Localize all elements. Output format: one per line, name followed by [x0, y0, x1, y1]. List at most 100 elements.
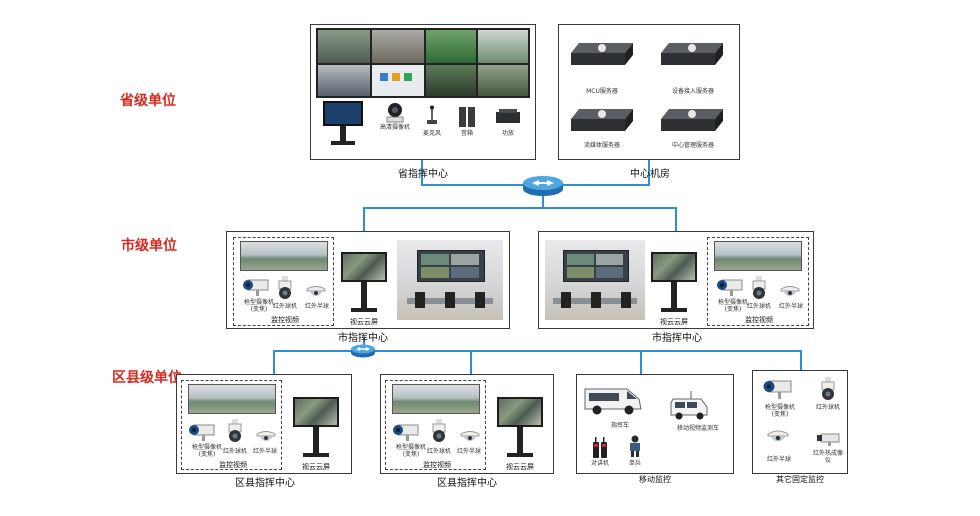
- dome-camera-label: 红外半球: [252, 448, 277, 455]
- soldier-icon: [627, 435, 643, 457]
- soldier-label: 单兵: [628, 460, 641, 467]
- command-room-image: [545, 240, 645, 320]
- wall-tile: [478, 30, 528, 63]
- province-center-box: 高清摄像机 麦克风 音箱 功放: [310, 24, 536, 160]
- link-city-to-switch: [363, 338, 365, 346]
- gun-camera-icon: [188, 423, 216, 443]
- hd-camera-label: 高清摄像机: [380, 124, 411, 131]
- surveillance-image: [240, 241, 328, 271]
- dome-camera-label: 红外半球: [778, 303, 803, 310]
- fixed-box: 枪型摄像机(变焦) 红外球机 红外半球 红外热成像仪: [752, 370, 848, 474]
- streaming-server-icon: [571, 107, 633, 133]
- wall-tile: [426, 65, 476, 96]
- speaker-icon: [459, 107, 475, 127]
- dome-camera-icon: [767, 429, 789, 445]
- link-datacenter-horizontal: [560, 184, 650, 186]
- thermal-camera-label: 红外热成像仪: [813, 450, 844, 464]
- speaker-label: 音箱: [460, 130, 473, 137]
- link-province-horizontal: [421, 184, 525, 186]
- video-car-label: 移动视频监测车: [676, 425, 719, 432]
- command-car-label: 指挥车: [610, 422, 629, 429]
- hd-camera-icon: [385, 101, 405, 123]
- thermal-camera-icon: [817, 431, 841, 446]
- ptz-camera-label: 红外球机: [222, 448, 247, 455]
- city-right-box: 视云云屏 枪型摄像机(变焦) 红外球机 红外半球 监控视频: [538, 231, 814, 329]
- gun-camera-label: 枪型摄像机(变焦): [396, 444, 427, 458]
- gun-camera-icon: [242, 278, 270, 298]
- link-county-1: [273, 350, 275, 374]
- command-room-image: [397, 240, 503, 320]
- link-fixed: [800, 350, 802, 370]
- wall-tile: [478, 65, 528, 96]
- monitor-video-label: 监控视频: [423, 461, 451, 469]
- gun-camera-icon: [716, 278, 744, 298]
- gun-camera-icon: [392, 423, 420, 443]
- ptz-camera-icon: [430, 419, 448, 443]
- dome-camera-icon: [306, 284, 326, 298]
- gun-camera-label: 枪型摄像机(变焦): [718, 299, 749, 313]
- dome-camera-label: 红外半球: [766, 456, 791, 463]
- city-right-monitor-group: 枪型摄像机(变焦) 红外球机 红外半球 监控视频: [707, 237, 809, 326]
- dome-camera-label: 红外半球: [304, 303, 329, 310]
- amplifier-label: 功放: [501, 130, 514, 137]
- mobile-box: 指挥车 移动视频监测车 对讲机 单兵: [576, 374, 734, 474]
- cloud-screen-icon: [497, 397, 543, 459]
- cloud-screen-label: 视云云屏: [350, 318, 378, 326]
- link-mobile: [640, 350, 642, 374]
- management-server-label: 中心管理服务器: [671, 142, 714, 149]
- city-switch-icon: [350, 343, 376, 358]
- video-car-icon: [669, 391, 709, 421]
- cloud-screen-label: 视云云屏: [302, 463, 330, 471]
- device-access-server-icon: [661, 41, 723, 67]
- interactive-display-icon: [323, 101, 363, 147]
- county-2-caption: 区县指挥中心: [437, 478, 497, 489]
- gun-camera-label: 枪型摄像机(变焦): [192, 444, 223, 458]
- microphone-icon: [426, 105, 438, 125]
- gun-camera-label: 枪型摄像机(变焦): [244, 299, 275, 313]
- wall-tile: [318, 65, 370, 96]
- data-center-box: MCU服务器 设备接入服务器 流媒体服务器 中心管理服务器: [558, 24, 740, 160]
- city-left-monitor-group: 枪型摄像机(变焦) 红外球机 红外半球 监控视频: [233, 237, 334, 326]
- link-city-bus: [363, 207, 677, 209]
- ptz-camera-icon: [750, 276, 768, 300]
- county-1-monitor-group: 枪型摄像机(变焦) 红外球机 红外半球 监控视频: [181, 380, 282, 470]
- cloud-screen-icon: [341, 252, 387, 314]
- link-province-vertical: [421, 160, 423, 186]
- monitor-video-label: 监控视频: [271, 316, 299, 324]
- link-switch-down: [542, 194, 544, 208]
- mcu-server-label: MCU服务器: [586, 88, 618, 95]
- level-label-city: 市级单位: [121, 238, 177, 254]
- amplifier-icon: [496, 109, 520, 123]
- wall-tile: [372, 30, 424, 63]
- fixed-caption: 其它固定监控: [776, 475, 824, 484]
- walkie-talkie-icon: [591, 437, 609, 459]
- surveillance-image: [188, 384, 276, 414]
- wall-tile-ui: [372, 65, 424, 96]
- gun-camera-label: 枪型摄像机(变焦): [765, 404, 796, 418]
- link-datacenter-vertical: [648, 160, 650, 186]
- video-wall: [316, 28, 530, 98]
- province-center-caption: 省指挥中心: [398, 169, 448, 180]
- dome-camera-label: 红外半球: [456, 448, 481, 455]
- link-county-bus-left: [273, 350, 353, 352]
- monitor-video-label: 监控视频: [745, 316, 773, 324]
- cloud-screen-icon: [651, 252, 697, 314]
- wall-tile: [426, 30, 476, 63]
- level-label-county: 区县级单位: [112, 370, 182, 386]
- mcu-server-icon: [571, 41, 633, 67]
- wall-tile: [318, 30, 370, 63]
- city-right-caption: 市指挥中心: [652, 333, 702, 344]
- ptz-camera-label: 红外球机: [815, 404, 840, 411]
- cloud-screen-label: 视云云屏: [506, 463, 534, 471]
- dome-camera-icon: [780, 284, 800, 298]
- city-left-caption: 市指挥中心: [338, 333, 388, 344]
- city-left-box: 枪型摄像机(变焦) 红外球机 红外半球 监控视频 视云云屏: [226, 231, 510, 329]
- cloud-screen-label: 视云云屏: [660, 318, 688, 326]
- link-city-right: [675, 207, 677, 232]
- dome-camera-icon: [460, 429, 480, 443]
- link-county-2: [470, 350, 472, 374]
- county-1-box: 枪型摄像机(变焦) 红外球机 红外半球 监控视频 视云云屏: [176, 374, 352, 474]
- microphone-label: 麦克风: [422, 130, 441, 137]
- core-switch-icon: [522, 175, 564, 197]
- mobile-caption: 移动监控: [639, 475, 671, 484]
